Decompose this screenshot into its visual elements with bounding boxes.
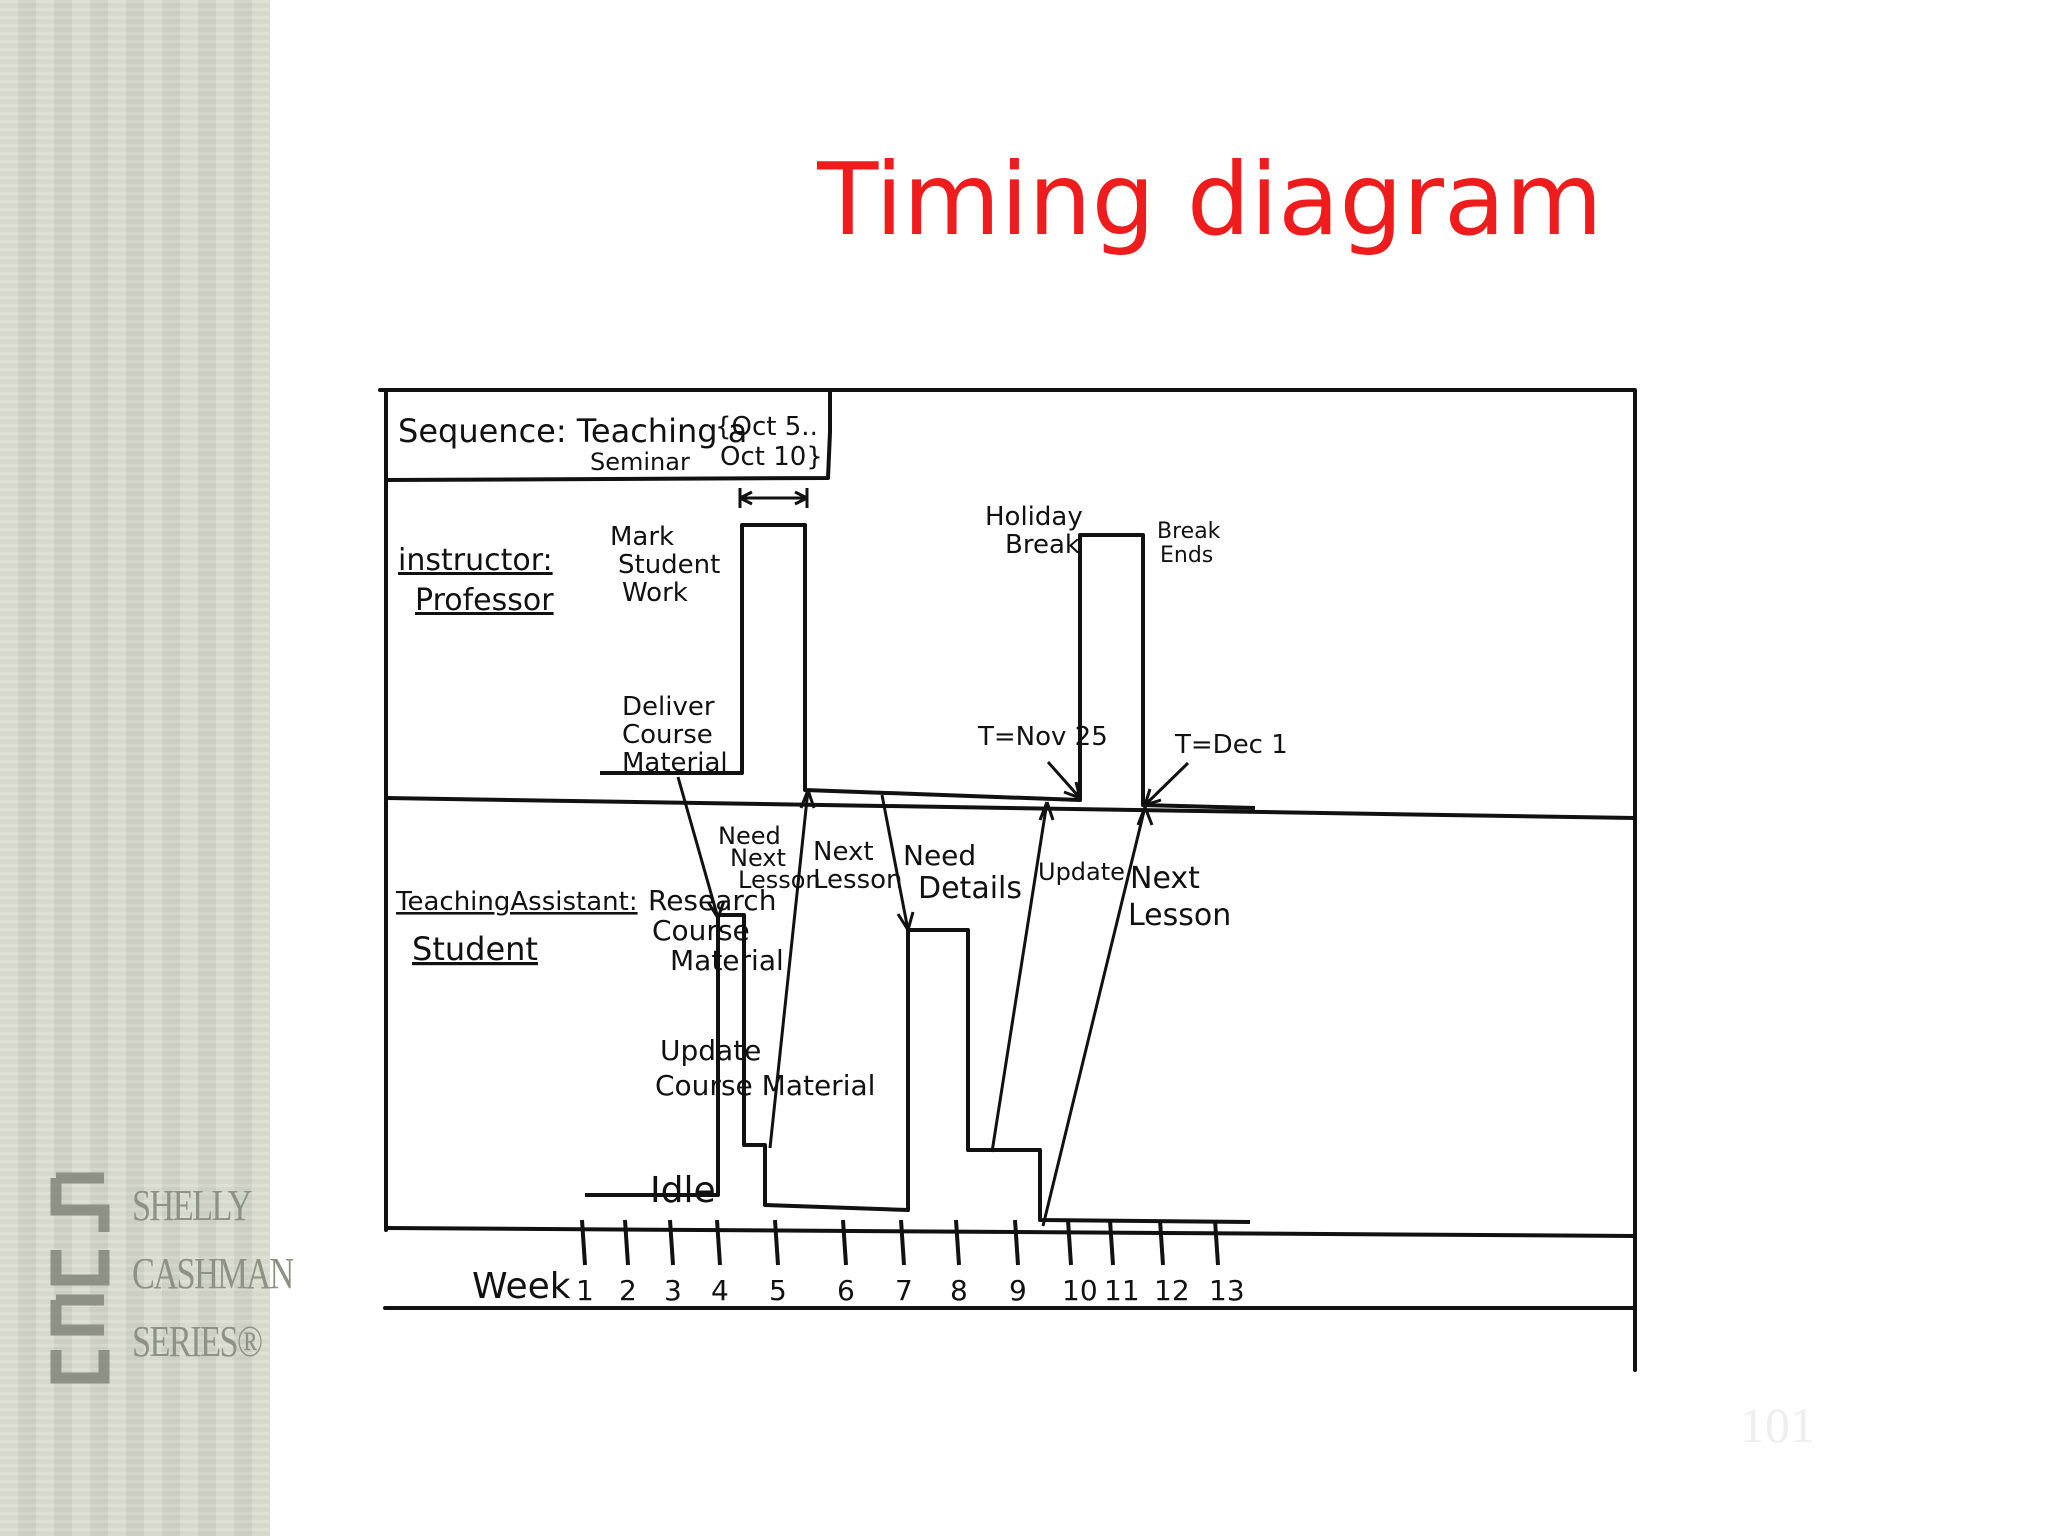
lifeline-name: Student — [412, 930, 538, 968]
logo-word: SERIES® — [132, 1317, 263, 1366]
logo-wordmark: SHELLY CASHMAN SERIES® — [132, 1172, 294, 1376]
week-tick-label: 2 — [619, 1274, 637, 1307]
logo-word: SHELLY — [132, 1181, 252, 1230]
lifeline-name: Professor — [415, 583, 554, 618]
state-label: Update — [660, 1034, 761, 1067]
week-tick-label: 12 — [1154, 1274, 1190, 1307]
week-tick — [715, 1219, 722, 1266]
week-tick — [668, 1219, 675, 1266]
week-tick — [1066, 1219, 1073, 1266]
week-tick — [1108, 1219, 1115, 1266]
state-label: Idle — [650, 1170, 716, 1211]
week-tick — [1213, 1219, 1220, 1266]
sidebar-band: SHELLY CASHMAN SERIES® — [0, 0, 294, 1536]
logo-word: CASHMAN — [132, 1249, 294, 1298]
message-label: Lesson — [813, 865, 903, 895]
message-label: Lesson — [738, 866, 821, 894]
state-label: Material — [670, 944, 784, 977]
week-tick-label: 6 — [837, 1274, 855, 1307]
message-label: Need — [718, 822, 781, 850]
duration-constraint: {Oct 5.. — [715, 412, 818, 442]
week-tick — [1158, 1219, 1165, 1266]
axis-label: Week — [472, 1266, 571, 1307]
message-arrow — [676, 776, 726, 919]
lifeline-role: instructor: — [398, 543, 553, 578]
week-tick — [954, 1219, 961, 1266]
page-title: Timing diagram — [817, 141, 1603, 258]
timeline-waveforms — [585, 523, 1256, 1224]
week-tick — [773, 1219, 780, 1266]
state-label: Deliver — [622, 692, 715, 722]
state-label: Student — [618, 550, 720, 580]
state-label: Course — [622, 720, 713, 750]
week-tick — [580, 1219, 587, 1266]
duration-arrow — [738, 488, 809, 508]
week-tick — [899, 1219, 906, 1266]
week-tick-label: 7 — [895, 1274, 913, 1307]
week-tick — [623, 1219, 630, 1266]
professor-timeline — [600, 523, 1256, 810]
message-arrow — [768, 789, 816, 1149]
message-arrow — [990, 801, 1055, 1153]
message-arrow — [880, 794, 915, 931]
message-label: Next — [1130, 861, 1200, 896]
message-label: Update — [1038, 858, 1125, 886]
frame-label: Sequence: Teaching a — [398, 412, 747, 450]
break-ends-label: Ends — [1160, 543, 1213, 568]
state-label: Course — [652, 914, 750, 947]
message-label: Details — [918, 871, 1022, 906]
message-arrow — [1041, 806, 1154, 1227]
frame-label-sub: Seminar — [590, 448, 690, 476]
week-tick-label: 9 — [1009, 1274, 1027, 1307]
student-timeline — [585, 913, 1251, 1224]
time-constraint-nov: T=Nov 25 — [977, 722, 1108, 752]
sidebar-texture — [0, 0, 270, 1536]
week-tick-label: 8 — [950, 1274, 968, 1307]
message-arrows — [676, 776, 1154, 1227]
message-label: Next — [730, 844, 786, 872]
state-label: Work — [622, 578, 688, 608]
time-constraint-dec: T=Dec 1 — [1174, 730, 1288, 760]
week-tick-label: 13 — [1209, 1274, 1245, 1307]
message-label: Lesson — [1128, 898, 1231, 933]
week-tick-label: 3 — [664, 1274, 682, 1307]
week-tick-label: 4 — [711, 1274, 729, 1307]
lifeline-role: TeachingAssistant: — [395, 887, 638, 917]
lifeline-separator — [384, 796, 1637, 820]
message-label: Next — [813, 837, 874, 867]
week-tick — [841, 1219, 848, 1266]
time-constraint-arrows — [1046, 761, 1190, 807]
week-tick-label: 11 — [1104, 1274, 1140, 1307]
frame-label-box — [384, 388, 832, 482]
week-tick — [1013, 1219, 1020, 1266]
week-tick-label: 1 — [576, 1274, 594, 1307]
holiday-break-label: Holiday — [985, 502, 1083, 532]
week-tick-label: 10 — [1062, 1274, 1098, 1307]
slide-number: 101 — [1740, 1397, 1815, 1453]
frame-bottom-line — [384, 1226, 1637, 1238]
timing-diagram: Sequence: Teaching a Seminar instructor:… — [378, 388, 1637, 1372]
message-label: Need — [903, 839, 976, 872]
shelly-cashman-logo-icon — [50, 1172, 110, 1384]
break-ends-label: Break — [1157, 519, 1221, 544]
week-tick-label: 5 — [769, 1274, 787, 1307]
state-label: Course Material — [655, 1069, 875, 1102]
state-label: Mark — [610, 522, 674, 552]
duration-constraint: Oct 10} — [720, 442, 823, 472]
holiday-break-label: Break — [1005, 530, 1080, 560]
